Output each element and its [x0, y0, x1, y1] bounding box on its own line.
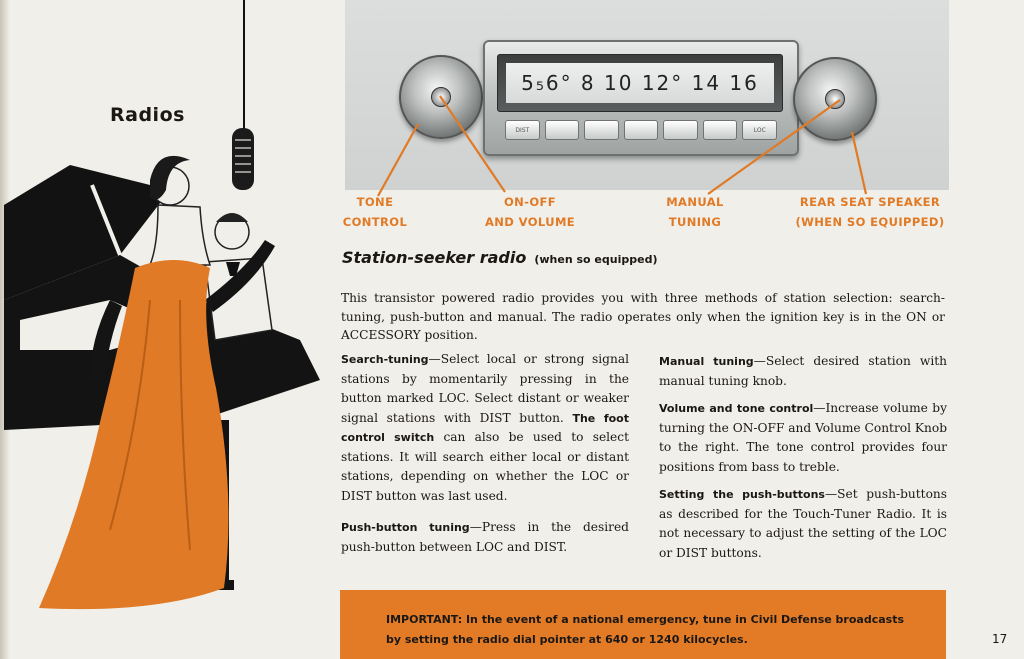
microphone	[232, 128, 254, 190]
piano-lid	[4, 165, 170, 300]
manual-tuning-paragraph: Manual tuning—Select desired station wit…	[659, 354, 947, 388]
radio-faceplate: 5₅6° 8 10 12° 14 16 DIST LOC	[483, 40, 799, 156]
intro-paragraph: This transistor powered radio provides y…	[341, 291, 945, 342]
volume-tone-paragraph: Volume and tone control—Increase volume …	[659, 401, 947, 474]
left-control-knob	[399, 55, 483, 139]
radio-photo-panel: 5₅6° 8 10 12° 14 16 DIST LOC	[345, 0, 949, 190]
preset-button	[544, 120, 580, 140]
search-tuning-paragraph: Search-tuning—Select local or strong sig…	[341, 352, 629, 503]
singer-piano-illustration	[4, 0, 320, 610]
pianist-body	[204, 257, 273, 341]
singer-glove-right	[205, 240, 275, 312]
right-control-knob	[793, 57, 877, 141]
dist-button: DIST	[505, 120, 540, 140]
important-notice-box: IMPORTANT: In the event of a national em…	[340, 590, 946, 659]
push-button-row: DIST LOC	[505, 120, 778, 140]
right-text-column: Manual tuning—Select desired station wit…	[659, 352, 947, 571]
preset-button	[623, 120, 659, 140]
important-notice-text: IMPORTANT: In the event of a national em…	[386, 613, 904, 646]
section-title: Station-seeker radio(when so equipped)	[342, 248, 658, 267]
page-number: 17	[992, 632, 1008, 646]
push-button-tuning-paragraph: Push-button tuning—Press in the desired …	[341, 520, 629, 554]
singer-hair	[150, 155, 190, 200]
dial-window: 5₅6° 8 10 12° 14 16	[497, 54, 783, 112]
left-text-column: Search-tuning—Select local or strong sig…	[341, 350, 629, 565]
preset-button	[702, 120, 738, 140]
singer-glove-left	[90, 300, 122, 382]
setting-push-buttons-paragraph: Setting the push-buttons—Set push-button…	[659, 487, 948, 560]
dial-scale: 5₅6° 8 10 12° 14 16	[506, 63, 774, 103]
section-heading: Radios	[110, 104, 185, 126]
preset-button	[584, 120, 619, 140]
rear-seat-speaker-callout: REAR SEAT SPEAKER(WHEN SO EQUIPPED)	[795, 195, 945, 229]
loc-button: LOC	[742, 120, 778, 140]
preset-button	[663, 120, 698, 140]
